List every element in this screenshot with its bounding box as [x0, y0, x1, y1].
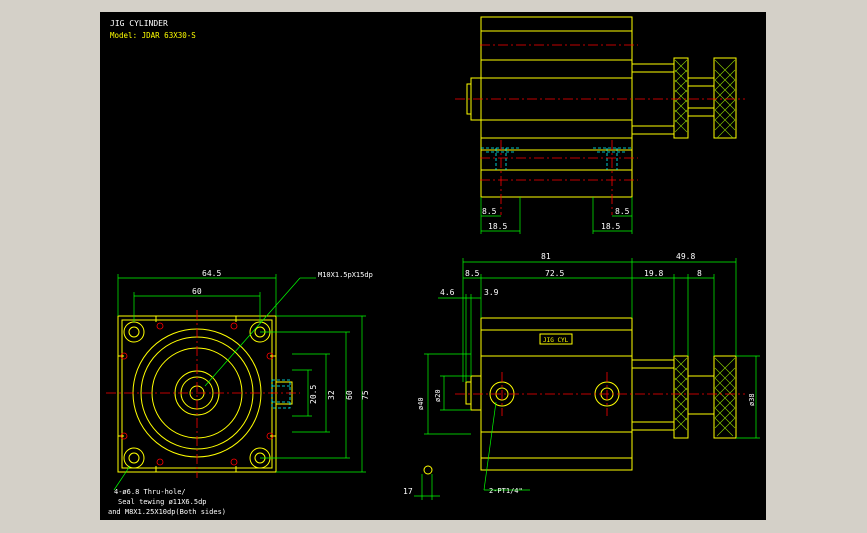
- dim-dia-38: ø38: [748, 393, 756, 406]
- label-plate-text: JIG CYL: [543, 337, 569, 344]
- side-knob-2: [713, 355, 737, 439]
- dim-75: 75: [361, 390, 370, 400]
- dim-8-5-top-left: 8.5: [482, 207, 497, 216]
- dim-64-5: 64.5: [202, 269, 221, 278]
- dim-8-5-top-right: 8.5: [615, 207, 630, 216]
- dim-4-6: 4.6: [440, 288, 455, 297]
- dim-60-width: 60: [192, 287, 202, 296]
- dim-8-5-side: 8.5: [465, 269, 480, 278]
- dim-dia-20: ø20: [434, 389, 442, 402]
- dim-32: 32: [327, 390, 336, 400]
- dim-3-9: 3.9: [484, 288, 499, 297]
- front-hidden-port: [271, 379, 291, 409]
- dim-18-5-top-left: 18.5: [488, 222, 507, 231]
- front-red-holes: [120, 322, 274, 466]
- drawing-background: [100, 12, 766, 520]
- front-centerlines: [106, 310, 300, 478]
- dim-19-8: 19.8: [644, 269, 663, 278]
- top-dimensions: [480, 197, 633, 234]
- note-line-2: Seal tewing ø11X6.5dp: [118, 498, 207, 506]
- top-hidden-lines: [481, 147, 632, 170]
- dim-18-5-top-right: 18.5: [601, 222, 620, 231]
- top-knurl-hatch: [674, 59, 736, 139]
- dim-20-5: 20.5: [309, 385, 318, 404]
- front-dimensions: [113, 274, 366, 491]
- drawing-title: JIG CYLINDER: [110, 19, 168, 28]
- label-plate: [539, 333, 573, 345]
- note-line-3: and M8X1.25X10dp(Both sides): [108, 508, 226, 516]
- port-callout: 2-PT1/4": [489, 487, 523, 495]
- thread-callout: M10X1.5pX15dp: [318, 271, 373, 279]
- dim-dia-40: ø40: [417, 397, 425, 410]
- side-dimensions: [414, 258, 760, 500]
- top-knob-2: [713, 57, 737, 139]
- dim-60-height: 60: [345, 390, 354, 400]
- note-line-1: 4-ø6.8 Thru-hole/: [114, 488, 186, 496]
- model-text: Model: JDAR 63X30-S: [110, 31, 196, 40]
- dim-81: 81: [541, 252, 551, 261]
- side-centerlines: [455, 372, 745, 416]
- top-centerlines: [455, 44, 745, 215]
- dim-17: 17: [403, 487, 413, 496]
- dim-72-5: 72.5: [545, 269, 564, 278]
- dim-8: 8: [697, 269, 702, 278]
- side-knurl-hatch: [674, 357, 736, 437]
- dim-49-8: 49.8: [676, 252, 695, 261]
